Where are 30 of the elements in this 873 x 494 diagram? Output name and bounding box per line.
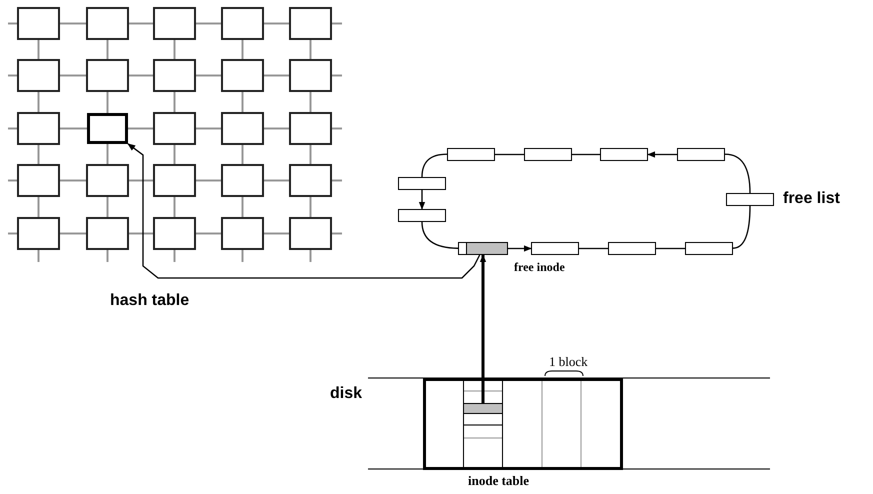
arrow (127, 143, 480, 279)
list-block (685, 242, 733, 255)
list-block (600, 148, 648, 161)
list-block (447, 148, 495, 161)
connector-line (732, 206, 751, 249)
arrow (647, 151, 677, 158)
list-block (531, 242, 579, 255)
arrow (480, 254, 486, 403)
arrow (418, 190, 426, 210)
text-label: disk (330, 386, 362, 402)
list-block (524, 148, 572, 161)
connector-line (656, 248, 685, 250)
selected-hash-cell (87, 113, 128, 144)
list-block (608, 242, 656, 255)
inode-slot (464, 403, 502, 414)
node-caption: free inode (514, 261, 565, 273)
connector-line (495, 154, 524, 156)
connector-line (579, 248, 608, 250)
connector-line (572, 154, 600, 156)
list-block (677, 148, 725, 161)
connector-line (724, 154, 751, 194)
node-caption: free list (783, 191, 840, 207)
connector-line (421, 222, 458, 249)
node-caption: inode table (468, 474, 530, 487)
connector-line (421, 154, 448, 178)
list-block (398, 209, 446, 222)
text-label: hash table (110, 293, 190, 309)
list-block (398, 177, 446, 190)
text-label: 1 block (549, 355, 588, 368)
arrow (508, 245, 532, 252)
